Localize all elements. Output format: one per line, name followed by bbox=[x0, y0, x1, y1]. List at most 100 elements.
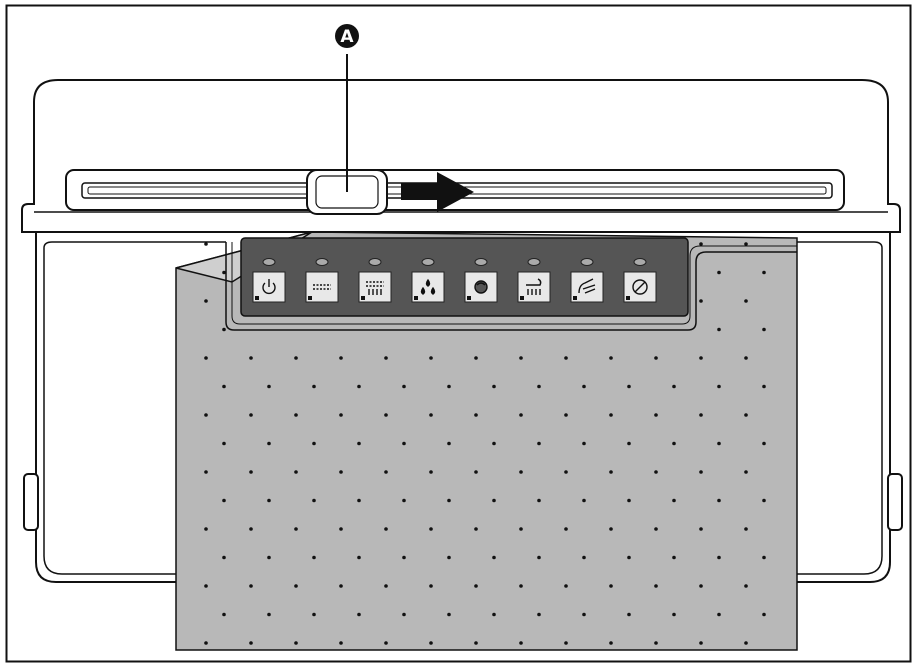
sheet-dot bbox=[249, 584, 253, 588]
sheet-dot bbox=[384, 413, 388, 417]
sheet-dot bbox=[492, 555, 496, 560]
sheet-dot bbox=[627, 498, 631, 503]
sheet-dot bbox=[204, 299, 208, 303]
sheet-dot bbox=[582, 384, 586, 389]
sheet-dot bbox=[222, 555, 226, 560]
spray-lines-icon bbox=[366, 281, 384, 295]
sheet-dot bbox=[294, 584, 298, 588]
indicator-light bbox=[421, 258, 435, 266]
sheet-dot bbox=[312, 441, 316, 446]
sheet-dot bbox=[429, 470, 433, 474]
sheet-dot bbox=[627, 612, 631, 617]
sheet-dot bbox=[357, 384, 361, 389]
sheet-dot bbox=[744, 356, 748, 360]
sheet-dot bbox=[402, 555, 406, 560]
sheet-dot bbox=[447, 441, 451, 446]
sheet-dot bbox=[294, 641, 298, 645]
button-corner-mark bbox=[520, 296, 524, 300]
sheet-dot bbox=[537, 498, 541, 503]
cancel-icon bbox=[632, 279, 648, 295]
sheet-dot bbox=[294, 413, 298, 417]
sheet-dot bbox=[672, 384, 676, 389]
sheet-dot bbox=[384, 584, 388, 588]
sheet-dot bbox=[609, 641, 613, 645]
panel-button-6[interactable] bbox=[517, 258, 551, 303]
indicator-light bbox=[633, 258, 647, 266]
sheet-dot bbox=[744, 413, 748, 417]
sheet-dot bbox=[699, 356, 703, 360]
sheet-dot bbox=[312, 498, 316, 503]
sensor-icon bbox=[474, 280, 488, 294]
sheet-dot bbox=[384, 470, 388, 474]
panel-button-2[interactable] bbox=[305, 258, 339, 303]
sheet-dot bbox=[339, 356, 343, 360]
sheet-dot bbox=[699, 527, 703, 531]
hand-wash-icon bbox=[578, 278, 596, 294]
sheet-dot bbox=[699, 299, 703, 303]
device-body-inner-left bbox=[43, 241, 226, 249]
sheet-dot bbox=[654, 584, 658, 588]
sheet-dot bbox=[582, 498, 586, 503]
panel-button-3[interactable] bbox=[358, 258, 392, 303]
panel-recess bbox=[225, 242, 797, 331]
speckled-sheet bbox=[175, 231, 798, 651]
panel-button-1[interactable] bbox=[252, 258, 286, 303]
sheet-dot bbox=[717, 612, 721, 617]
sheet-dot bbox=[672, 441, 676, 446]
sheet-dot bbox=[519, 584, 523, 588]
sheet-dot bbox=[717, 270, 721, 275]
sheet-dot bbox=[474, 584, 478, 588]
sheet-dot bbox=[564, 413, 568, 417]
shower-icon bbox=[526, 278, 542, 295]
panel-button-5[interactable] bbox=[464, 258, 498, 303]
sheet-dot bbox=[564, 641, 568, 645]
button-corner-mark bbox=[467, 296, 471, 300]
indicator-light bbox=[527, 258, 541, 266]
sheet-dot bbox=[654, 641, 658, 645]
sheet-dot bbox=[582, 441, 586, 446]
sheet-dot bbox=[222, 441, 226, 446]
sheet-dot bbox=[447, 612, 451, 617]
sheet-dot bbox=[357, 441, 361, 446]
slide-direction-arrow-icon bbox=[401, 172, 474, 212]
sheet-dot bbox=[699, 641, 703, 645]
sheet-dot bbox=[447, 498, 451, 503]
sheet-dot bbox=[447, 555, 451, 560]
sheet-dot bbox=[429, 527, 433, 531]
sheet-dot bbox=[717, 327, 721, 332]
sheet-dot bbox=[492, 384, 496, 389]
sheet-dot bbox=[672, 498, 676, 503]
sheet-dot bbox=[744, 641, 748, 645]
device-body-inner bbox=[43, 241, 883, 575]
sheet-dot bbox=[609, 527, 613, 531]
sheet-dot bbox=[717, 555, 721, 560]
sheet-dot bbox=[762, 327, 766, 332]
sheet-dot bbox=[582, 555, 586, 560]
panel-button-7[interactable] bbox=[570, 258, 604, 303]
sheet-dot bbox=[717, 384, 721, 389]
indicator-light bbox=[315, 258, 329, 266]
panel-button-4[interactable] bbox=[411, 258, 445, 303]
sheet-dot bbox=[744, 470, 748, 474]
sheet-dot bbox=[519, 470, 523, 474]
sheet-dot bbox=[339, 527, 343, 531]
sheet-dot bbox=[312, 555, 316, 560]
panel-button-8[interactable] bbox=[623, 258, 657, 303]
button-corner-mark bbox=[626, 296, 630, 300]
rinse-lines-icon bbox=[313, 284, 331, 290]
sheet-dot bbox=[339, 470, 343, 474]
sheet-dot bbox=[474, 470, 478, 474]
sheet-dot bbox=[357, 498, 361, 503]
sheet-dot bbox=[312, 612, 316, 617]
sheet-dot bbox=[339, 584, 343, 588]
sheet-dot bbox=[744, 527, 748, 531]
sheet-dot bbox=[582, 612, 586, 617]
power-icon bbox=[262, 279, 276, 295]
sheet-dot bbox=[249, 641, 253, 645]
sheet-dot bbox=[474, 527, 478, 531]
sheet-dot bbox=[402, 441, 406, 446]
sheet-dot bbox=[699, 470, 703, 474]
button-corner-mark bbox=[255, 296, 259, 300]
